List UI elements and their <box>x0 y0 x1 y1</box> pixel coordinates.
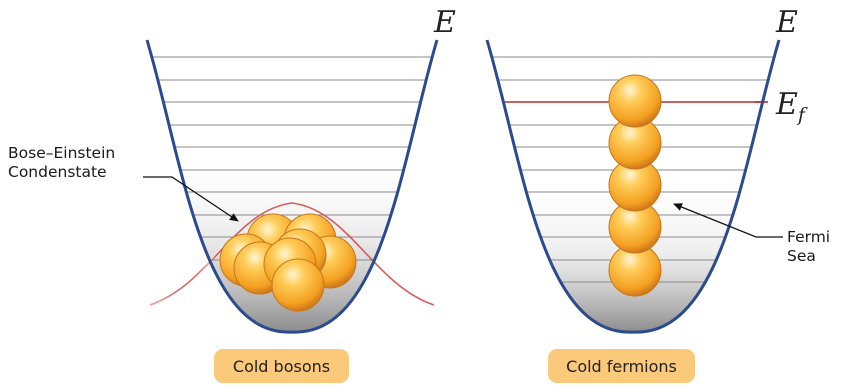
cold-bosons-caption: Cold bosons <box>214 349 349 383</box>
fermion-particle <box>608 74 662 128</box>
fermi-energy-label: Ef <box>776 90 805 130</box>
condensate-annotation-line1: Bose–Einstein <box>8 144 116 162</box>
boson-well <box>143 39 439 334</box>
fermi-energy-label-sub: f <box>797 104 805 126</box>
fermi-energy-label-main: E <box>776 87 798 122</box>
condensate-annotation-line2: Condenstate <box>8 163 107 181</box>
fermion-well-outline <box>485 39 781 334</box>
fermi-sea-annotation-line2: Sea <box>787 247 816 265</box>
fermion-well <box>485 39 783 334</box>
cold-fermions-caption: Cold fermions <box>548 349 695 383</box>
condensate-callout-arrow <box>143 176 239 222</box>
boson-particles <box>219 213 357 312</box>
fermi-sea-callout-arrow <box>673 203 783 238</box>
boson-energy-axis-label: E <box>434 5 456 40</box>
fermion-particles <box>608 74 662 297</box>
fermion-energy-axis-label: E <box>776 5 798 40</box>
boson-well-outline <box>145 39 439 334</box>
boson-particle <box>271 258 325 312</box>
fermi-sea-annotation-line1: Fermi <box>787 228 831 246</box>
condensate-density-curve <box>149 202 435 306</box>
